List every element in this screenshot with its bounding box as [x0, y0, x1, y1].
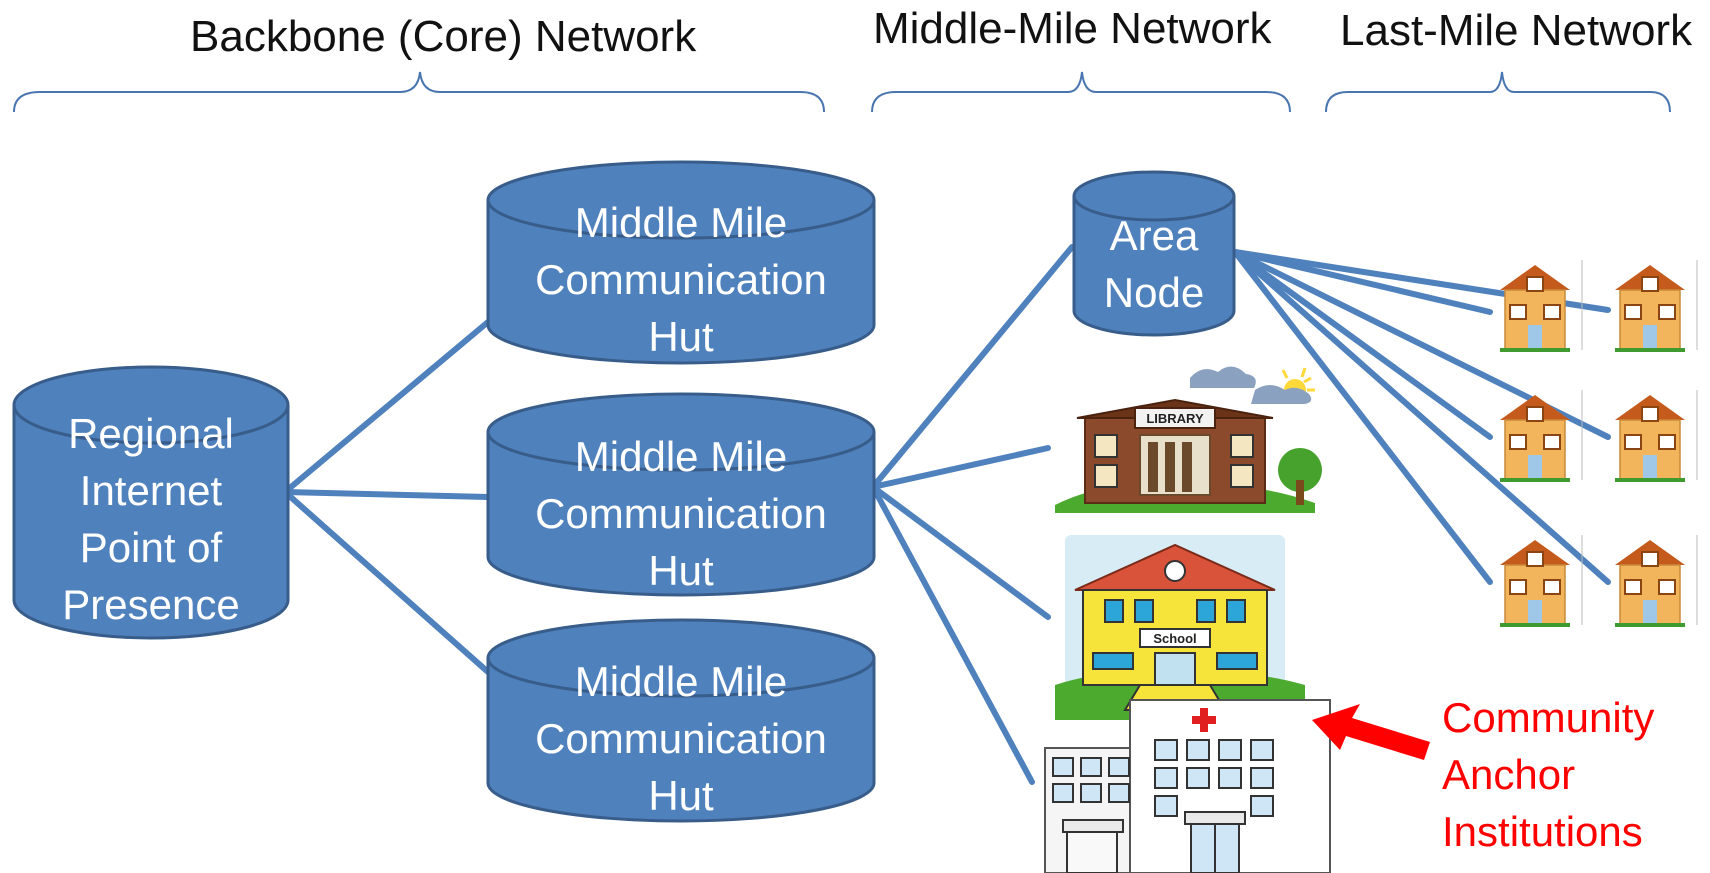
- hut-bottom-cylinder: [486, 618, 876, 823]
- pop-line-3: Point of: [79, 524, 223, 571]
- link-area-house-3: [1232, 249, 1493, 440]
- link-hut-school: [870, 484, 1051, 620]
- hut-bottom-label: Middle Mile Communication Hut: [488, 653, 874, 824]
- hut-middle-label: Middle Mile Communication Hut: [488, 428, 874, 599]
- header-backbone: Backbone (Core) Network: [190, 12, 697, 61]
- header-middle-mile: Middle-Mile Network: [873, 4, 1272, 53]
- hut-middle-line-1: Middle Mile: [574, 433, 788, 480]
- header-braces: [13, 71, 1671, 113]
- hut-top-cylinder: [486, 160, 876, 365]
- hut-middle-line-3: Hut: [648, 547, 714, 594]
- hut-bottom-line-2: Communication: [535, 715, 827, 762]
- area-node-cylinder: [1072, 170, 1236, 337]
- hut-bottom-line-3: Hut: [648, 772, 714, 819]
- link-area-house-5: [1232, 249, 1493, 585]
- houses: [1500, 260, 1698, 627]
- hut-top-line-2: Communication: [535, 256, 827, 303]
- pop-cylinder: [12, 365, 290, 640]
- school-icon: School: [1055, 535, 1305, 720]
- pop-label: Regional Internet Point of Presence: [14, 405, 288, 633]
- link-hut-area-node: [870, 244, 1075, 490]
- house-icon: [1500, 260, 1583, 352]
- link-pop-hut-middle: [282, 489, 491, 500]
- brace-backbone: [13, 71, 825, 113]
- pop-line-4: Presence: [62, 581, 240, 628]
- header-last-mile: Last-Mile Network: [1340, 6, 1693, 55]
- house-icon: [1615, 260, 1698, 352]
- link-pop-hut-bottom: [282, 489, 491, 675]
- hut-top-line-3: Hut: [648, 313, 714, 360]
- link-area-house-1: [1232, 249, 1493, 315]
- hospital-icon: [1044, 699, 1331, 873]
- anchor-line-3: Institutions: [1442, 808, 1643, 855]
- library-sign: LIBRARY: [1146, 411, 1204, 426]
- community-anchor-label: Community Anchor Institutions: [1442, 689, 1654, 860]
- anchor-line-1: Community: [1442, 694, 1655, 741]
- link-area-house-6: [1232, 249, 1611, 585]
- cylinders: [12, 160, 1236, 823]
- pop-line-2: Internet: [79, 467, 223, 514]
- area-node-line-2: Node: [1103, 269, 1205, 316]
- pop-line-1: Regional: [68, 410, 234, 457]
- hut-top-label: Middle Mile Communication Hut: [488, 194, 874, 365]
- house-icon: [1615, 390, 1698, 482]
- brace-middle-mile: [871, 71, 1291, 113]
- hut-middle-cylinder: [486, 392, 876, 597]
- link-hut-library: [870, 445, 1051, 490]
- anchor-line-2: Anchor: [1442, 751, 1576, 798]
- area-node-line-1: Area: [1109, 212, 1199, 259]
- house-icon: [1500, 535, 1583, 627]
- hut-top-line-1: Middle Mile: [574, 199, 788, 246]
- school-sign: School: [1153, 631, 1196, 646]
- brace-last-mile: [1325, 71, 1671, 113]
- house-icon: [1500, 390, 1583, 482]
- area-node-label: Area Node: [1074, 207, 1234, 321]
- house-icon: [1615, 535, 1698, 627]
- hut-middle-line-2: Communication: [535, 490, 827, 537]
- link-pop-hut-top: [282, 319, 491, 495]
- link-hut-hospital: [870, 484, 1035, 785]
- library-icon: LIBRARY: [1055, 366, 1322, 513]
- arrow-icon: [1312, 704, 1430, 760]
- hut-bottom-line-1: Middle Mile: [574, 658, 788, 705]
- network-links: [282, 244, 1611, 785]
